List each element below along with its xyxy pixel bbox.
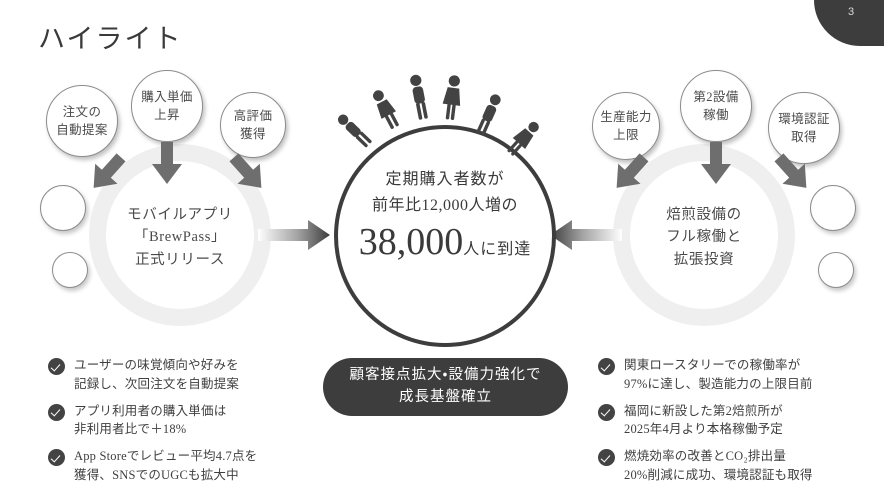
- right-ring-label: 焙煎設備の フル稼働と 拡張投資: [613, 204, 795, 271]
- summary-line-2: 成長基盤確立: [399, 389, 492, 405]
- list-item-text: 燃焼効率の改善とCO₂排出量 20%削減に成功、環境認証も取得: [624, 447, 813, 485]
- center-circle-shape: [334, 125, 556, 347]
- decorative-circle-right-upper: [810, 185, 856, 231]
- bubble-high-rating-label: 高評価獲得: [233, 108, 273, 141]
- right-ring-label-line2: フル稼働と: [666, 229, 742, 246]
- list-item-text: 福岡に新設した第2焙煎所が 2025年4月より本格稼働予定: [624, 402, 783, 440]
- list-item-line1: 燃焼効率の改善とCO₂排出量: [624, 449, 787, 463]
- list-item: アプリ利用者の購入単価は 非利用者比で＋18%: [48, 402, 338, 440]
- arrow-from-bubble-unit-price-up: [149, 142, 185, 191]
- bubble-second-facility-label: 第2設備稼働: [693, 89, 739, 122]
- check-icon: [598, 403, 615, 421]
- center-line-3: 38,000人に到達: [334, 220, 556, 264]
- list-item-text: 関東ロースタリーでの稼働率が 97%に達し、製造能力の上限目前: [624, 356, 813, 394]
- decorative-circle-left-lower: [52, 252, 88, 288]
- list-item-line1: 関東ロースタリーでの稼働率が: [624, 358, 801, 372]
- check-icon: [598, 449, 615, 466]
- list-item: ユーザーの味覚傾向や好みを 記録し、次回注文を自動提案: [48, 356, 338, 394]
- center-line-2: 前年比12,000人増の: [371, 196, 518, 214]
- arrow-from-bubble-high-rating: [225, 150, 271, 201]
- center-highlight-text: 定期購入者数が 前年比12,000人増の 38,000人に到達: [334, 168, 556, 264]
- list-item-text: ユーザーの味覚傾向や好みを 記録し、次回注文を自動提案: [74, 356, 239, 394]
- list-item-line2: 20%削減に成功、環境認証も取得: [624, 467, 813, 482]
- right-ring-label-line1: 焙煎設備の: [666, 207, 742, 223]
- center-big-suffix: 人に到達: [463, 241, 532, 259]
- bubble-high-rating[interactable]: 高評価獲得: [220, 92, 286, 158]
- check-icon: [48, 403, 65, 421]
- bubble-capacity-limit[interactable]: 生産能力上限: [592, 92, 660, 160]
- arrow-from-bubble-capacity-limit: [607, 150, 653, 201]
- list-item-line2: 獲得、SNSでのUGCも拡大中: [74, 467, 239, 482]
- page-number: 3: [848, 6, 855, 18]
- list-item-line2: 97%に達し、製造能力の上限目前: [624, 376, 813, 391]
- bullet-list-right: 関東ロースタリーでの稼働率が 97%に達し、製造能力の上限目前 福岡に新設した第…: [598, 356, 884, 493]
- check-icon: [48, 358, 65, 375]
- flow-arrow-right-to-center: [548, 218, 622, 257]
- decorative-circle-right-lower: [818, 252, 854, 288]
- bubble-capacity-limit-label: 生産能力上限: [600, 109, 652, 142]
- bubble-eco-certification-label: 環境認証取得: [778, 111, 830, 144]
- left-ring-label-line3: 正式リリース: [135, 251, 225, 268]
- check-icon: [598, 358, 615, 375]
- list-item-text: App Storeでレビュー平均4.7点を 獲得、SNSでのUGCも拡大中: [74, 447, 257, 485]
- list-item-text: アプリ利用者の購入単価は 非利用者比で＋18%: [74, 402, 226, 440]
- arrow-from-bubble-order-auto-suggest: [84, 150, 130, 201]
- center-big-number: 38,000: [358, 221, 464, 264]
- list-item-line2: 2025年4月より本格稼働予定: [624, 422, 784, 437]
- center-line-1: 定期購入者数が: [385, 171, 505, 188]
- list-item-line2: 非利用者比で＋18%: [74, 422, 187, 437]
- bubble-order-auto-suggest-label: 注文の自動提案: [56, 104, 108, 137]
- list-item-line1: アプリ利用者の購入単価は: [74, 403, 227, 418]
- check-icon: [48, 449, 65, 466]
- page-number-badge: 3: [814, 0, 884, 46]
- bullet-list-left: ユーザーの味覚傾向や好みを 記録し、次回注文を自動提案 アプリ利用者の購入単価は…: [48, 356, 338, 493]
- arrow-from-bubble-second-facility: [698, 142, 734, 191]
- summary-line-1: 顧客接点拡大・設備力強化で: [349, 367, 542, 384]
- bubble-unit-price-up[interactable]: 購入単価上昇: [131, 70, 203, 142]
- left-ring-label-line2: 「BrewPass」: [133, 229, 227, 246]
- bubble-second-facility[interactable]: 第2設備稼働: [680, 70, 752, 142]
- list-item: 福岡に新設した第2焙煎所が 2025年4月より本格稼働予定: [598, 402, 884, 440]
- right-ring-label-line3: 拡張投資: [673, 251, 735, 268]
- left-ring-label: モバイルアプリ 「BrewPass」 正式リリース: [89, 204, 271, 271]
- flow-arrow-left-to-center: [258, 218, 332, 257]
- decorative-circle-left-upper: [40, 185, 86, 231]
- page-title: ハイライト: [38, 24, 183, 54]
- list-item: 燃焼効率の改善とCO₂排出量 20%削減に成功、環境認証も取得: [598, 447, 884, 485]
- people-on-arc-icon: [318, 70, 574, 166]
- arrow-from-bubble-eco-certification: [770, 150, 816, 201]
- list-item-line1: ユーザーの味覚傾向や好みを: [74, 358, 239, 372]
- bubble-eco-certification[interactable]: 環境認証取得: [768, 92, 840, 164]
- bubble-unit-price-up-label: 購入単価上昇: [141, 89, 193, 122]
- list-item-line1: 福岡に新設した第2焙煎所が: [624, 403, 783, 418]
- bubble-order-auto-suggest[interactable]: 注文の自動提案: [46, 85, 118, 157]
- list-item: App Storeでレビュー平均4.7点を 獲得、SNSでのUGCも拡大中: [48, 447, 338, 485]
- left-ring-label-line1: モバイルアプリ: [127, 207, 233, 223]
- list-item-line2: 記録し、次回注文を自動提案: [74, 376, 240, 391]
- summary-pill: 顧客接点拡大・設備力強化で 成長基盤確立: [323, 358, 568, 416]
- list-item: 関東ロースタリーでの稼働率が 97%に達し、製造能力の上限目前: [598, 356, 884, 394]
- list-item-line1: App Storeでレビュー平均4.7点を: [74, 449, 258, 463]
